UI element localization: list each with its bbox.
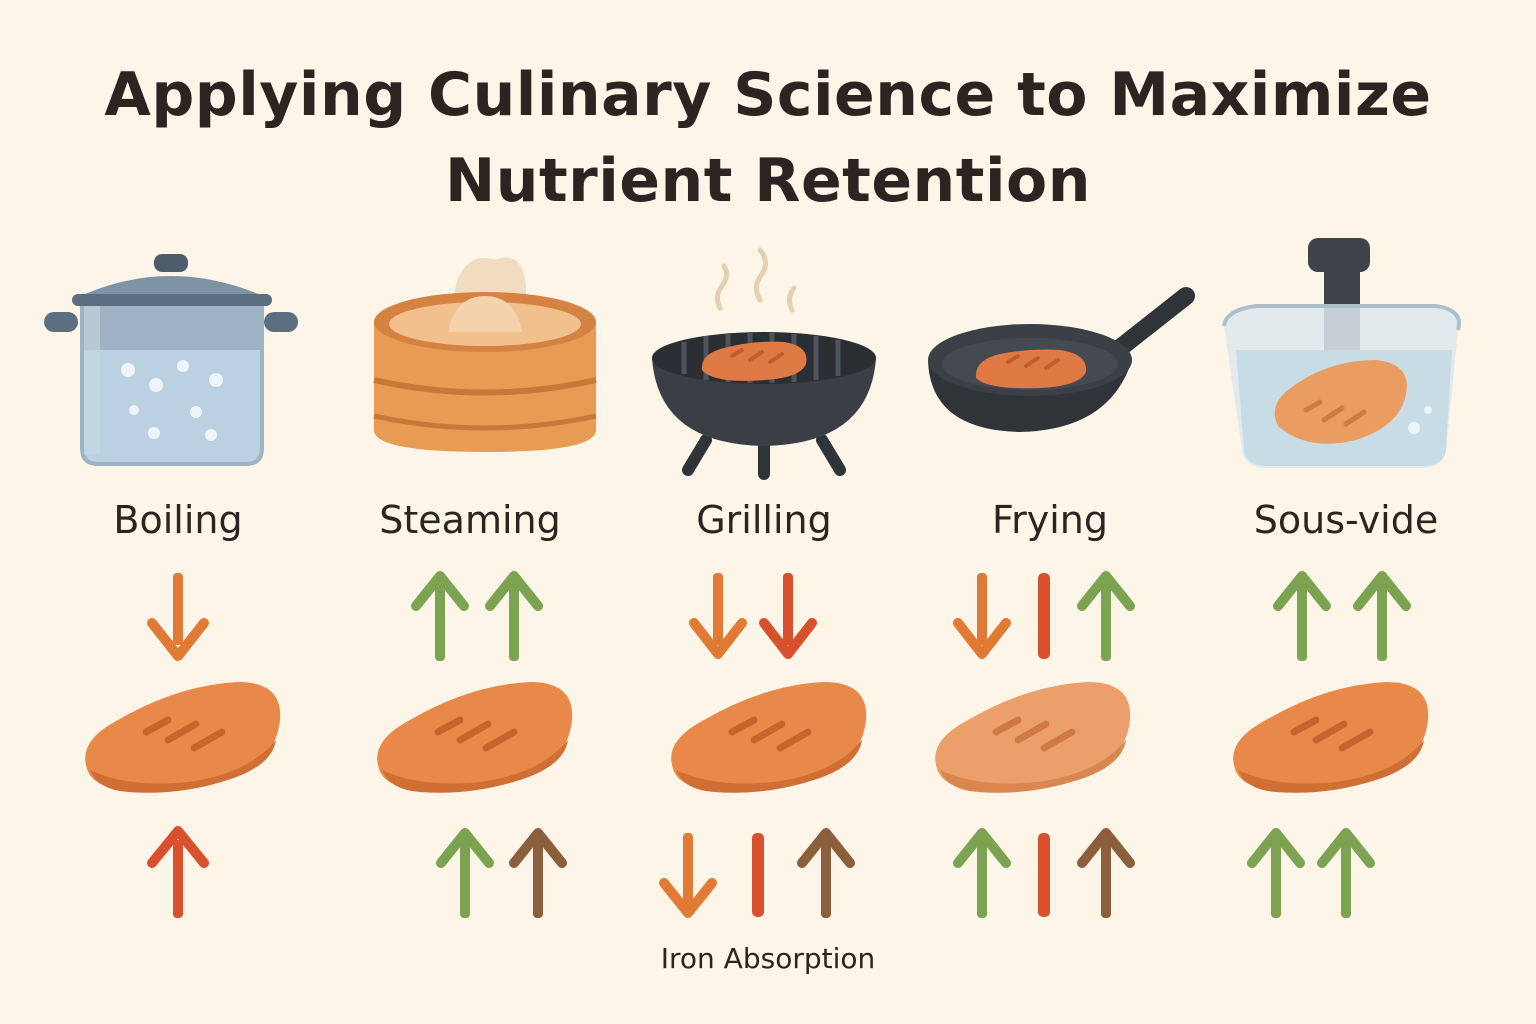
arrow-up-green xyxy=(1317,828,1375,918)
nutrient-indicators-top xyxy=(689,573,817,659)
method-column-grilling: Grilling xyxy=(614,230,914,950)
arrow-down-orange xyxy=(953,573,1011,659)
nutrient-indicators-bottom xyxy=(436,828,567,918)
boiling-pot-icon xyxy=(44,254,298,466)
nutrient-indicators-bottom xyxy=(1247,828,1375,918)
method-label-steaming: Steaming xyxy=(379,498,561,542)
nutrient-indicators-top xyxy=(1273,571,1411,661)
method-label-frying: Frying xyxy=(992,498,1108,542)
nutrient-indicators-top xyxy=(147,573,209,661)
title-line-2: Nutrient Retention xyxy=(445,146,1091,216)
method-label-boiling: Boiling xyxy=(113,498,243,542)
sous-vide-icon xyxy=(1222,238,1461,468)
arrow-up-green xyxy=(1247,828,1305,918)
method-column-boiling: Boiling xyxy=(28,230,328,950)
arrow-down-orange xyxy=(659,833,717,918)
arrow-down-orange xyxy=(689,573,747,659)
method-column-sous-vide: Sous-vide xyxy=(1196,230,1496,950)
chicken-breast-icon xyxy=(1233,682,1429,793)
arrow-up-brown xyxy=(509,828,567,918)
iron-absorption-label: Iron Absorption xyxy=(660,942,876,975)
method-label-grilling: Grilling xyxy=(696,498,832,542)
page-title: Applying Culinary Science to Maximize Nu… xyxy=(0,52,1536,224)
arrow-down-orange xyxy=(147,573,209,661)
chicken-breast-icon xyxy=(377,682,573,793)
nutrient-indicators-top xyxy=(411,571,543,661)
arrow-up-green xyxy=(1077,571,1135,661)
chicken-breast-icon xyxy=(85,682,281,793)
arrow-up-green xyxy=(953,828,1011,918)
nutrient-indicators-bottom xyxy=(147,826,209,918)
grill-icon xyxy=(652,247,876,480)
arrow-up-green xyxy=(1353,571,1411,661)
nutrient-indicators-bottom xyxy=(659,828,855,918)
nutrient-indicators-bottom xyxy=(953,828,1135,918)
chicken-breast-icon xyxy=(671,682,867,793)
arrow-up-green xyxy=(436,828,494,918)
nutrient-indicators-top xyxy=(953,571,1135,661)
title-line-1: Applying Culinary Science to Maximize xyxy=(104,60,1432,130)
bar-red xyxy=(1038,573,1050,659)
method-column-steaming: Steaming xyxy=(320,230,620,950)
arrow-down-red xyxy=(759,573,817,659)
frying-pan-icon xyxy=(928,287,1195,432)
arrow-up-green xyxy=(485,571,543,661)
arrow-up-green xyxy=(1273,571,1331,661)
method-column-frying: Frying xyxy=(900,230,1200,950)
arrow-up-red xyxy=(147,826,209,918)
bamboo-steamer-icon xyxy=(373,257,597,452)
chicken-breast-icon xyxy=(935,682,1131,793)
arrow-up-brown xyxy=(797,828,855,918)
method-label-sous-vide: Sous-vide xyxy=(1253,498,1439,542)
bar-red xyxy=(1038,833,1050,917)
arrow-up-green xyxy=(411,571,469,661)
arrow-up-brown xyxy=(1077,828,1135,918)
bar-red xyxy=(752,833,764,917)
